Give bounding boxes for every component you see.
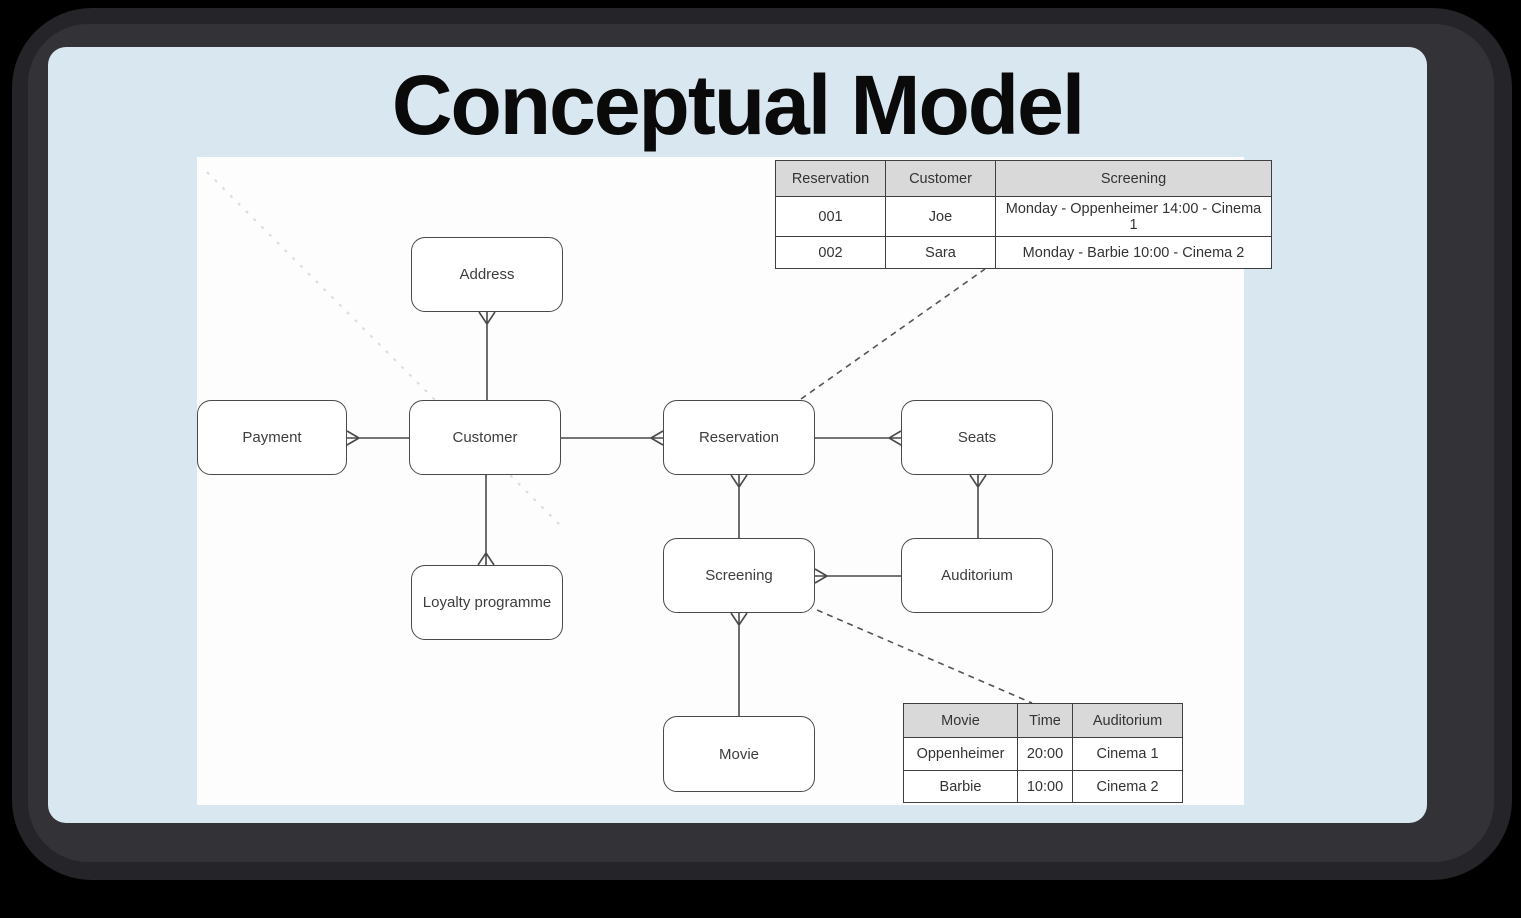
table-header-row: Reservation Customer Screening — [775, 160, 1272, 197]
entity-node-customer: Customer — [409, 400, 561, 475]
table-cell: Oppenheimer — [903, 737, 1018, 771]
entity-node-payment: Payment — [197, 400, 347, 475]
diagram-canvas: Address Payment Customer Reservation Sea… — [197, 157, 1272, 805]
table-cell: Barbie — [903, 770, 1018, 803]
table-cell: 001 — [775, 196, 886, 237]
entity-node-screening: Screening — [663, 538, 815, 613]
column-header: Screening — [995, 160, 1272, 197]
table-row: Barbie 10:00 Cinema 2 — [903, 770, 1183, 803]
column-header: Auditorium — [1072, 703, 1183, 738]
connector-reservation-screening — [730, 474, 748, 538]
connector-customer-reservation — [561, 430, 664, 446]
entity-node-seats: Seats — [901, 400, 1053, 475]
connector-address-customer — [478, 311, 496, 400]
connector-customer-loyalty — [477, 475, 495, 566]
connector-seats-auditorium — [969, 474, 987, 538]
entity-node-loyalty-programme: Loyalty programme — [411, 565, 563, 640]
table-cell: 002 — [775, 236, 886, 269]
slide: Conceptual Model — [48, 47, 1427, 823]
entity-node-address: Address — [411, 237, 563, 312]
table-cell: Joe — [885, 196, 996, 237]
column-header: Customer — [885, 160, 996, 197]
table-row: Oppenheimer 20:00 Cinema 1 — [903, 737, 1183, 771]
table-cell: Monday - Oppenheimer 14:00 - Cinema 1 — [995, 196, 1272, 237]
connector-payment-customer — [346, 430, 409, 446]
column-header: Time — [1017, 703, 1073, 738]
table-cell: Cinema 1 — [1072, 737, 1183, 771]
connector-screening-auditorium — [814, 568, 901, 584]
table-row: 001 Joe Monday - Oppenheimer 14:00 - Cin… — [775, 196, 1272, 237]
table-cell: Cinema 2 — [1072, 770, 1183, 803]
screening-example-table: Movie Time Auditorium Oppenheimer 20:00 … — [903, 703, 1183, 803]
connectors-layer — [206, 171, 1033, 716]
entity-node-movie: Movie — [663, 716, 815, 792]
entity-node-auditorium: Auditorium — [901, 538, 1053, 613]
table-cell: 10:00 — [1017, 770, 1073, 803]
column-header: Movie — [903, 703, 1018, 738]
page-title: Conceptual Model — [391, 58, 1085, 152]
connector-screening-movie — [730, 612, 748, 716]
table-row: 002 Sara Monday - Barbie 10:00 - Cinema … — [775, 236, 1272, 269]
table-cell: Monday - Barbie 10:00 - Cinema 2 — [995, 236, 1272, 269]
reservation-example-table: Reservation Customer Screening 001 Joe M… — [775, 160, 1272, 269]
connector-reservation-seats — [815, 430, 902, 446]
dashed-link-reservation-table — [800, 268, 986, 400]
dashed-link-screening-table — [816, 609, 1033, 704]
table-cell: 20:00 — [1017, 737, 1073, 771]
table-header-row: Movie Time Auditorium — [903, 703, 1183, 738]
column-header: Reservation — [775, 160, 886, 197]
entity-node-reservation: Reservation — [663, 400, 815, 475]
table-cell: Sara — [885, 236, 996, 269]
